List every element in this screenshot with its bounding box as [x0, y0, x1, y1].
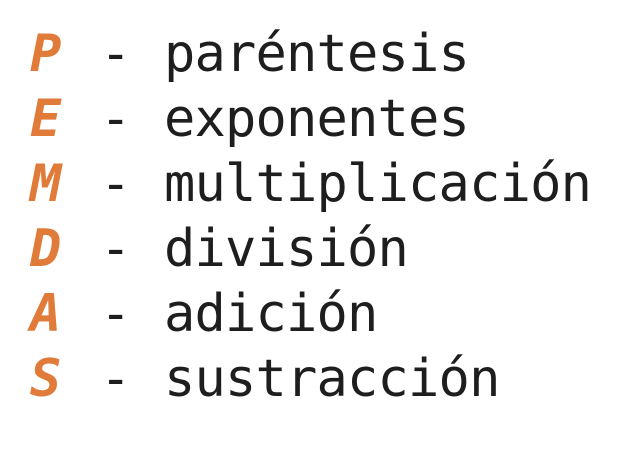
separator-dash: - [100, 349, 132, 409]
operation-word-division: división [164, 219, 409, 279]
pemdas-list: P - paréntesis E - exponentes M - multip… [0, 22, 639, 412]
acronym-letter-a: A [30, 284, 62, 344]
pemdas-row-p: P - paréntesis [0, 22, 639, 87]
separator-dash: - [100, 89, 132, 149]
pemdas-row-e: E - exponentes [0, 87, 639, 152]
pemdas-row-m: M - multiplicación [0, 152, 639, 217]
operation-word-adicion: adición [164, 284, 378, 344]
operation-word-multiplicacion: multiplicación [164, 154, 592, 214]
acronym-letter-s: S [30, 349, 62, 409]
acronym-letter-e: E [30, 89, 62, 149]
acronym-letter-m: M [30, 154, 62, 214]
operation-word-exponentes: exponentes [164, 89, 470, 149]
pemdas-row-d: D - división [0, 217, 639, 282]
separator-dash: - [100, 284, 132, 344]
separator-dash: - [100, 154, 132, 214]
pemdas-row-s: S - sustracción [0, 347, 639, 412]
operation-word-parentesis: paréntesis [164, 24, 470, 84]
separator-dash: - [100, 24, 132, 84]
pemdas-row-a: A - adición [0, 282, 639, 347]
operation-word-sustraccion: sustracción [164, 349, 500, 409]
acronym-letter-d: D [30, 219, 62, 279]
acronym-letter-p: P [30, 24, 62, 84]
separator-dash: - [100, 219, 132, 279]
